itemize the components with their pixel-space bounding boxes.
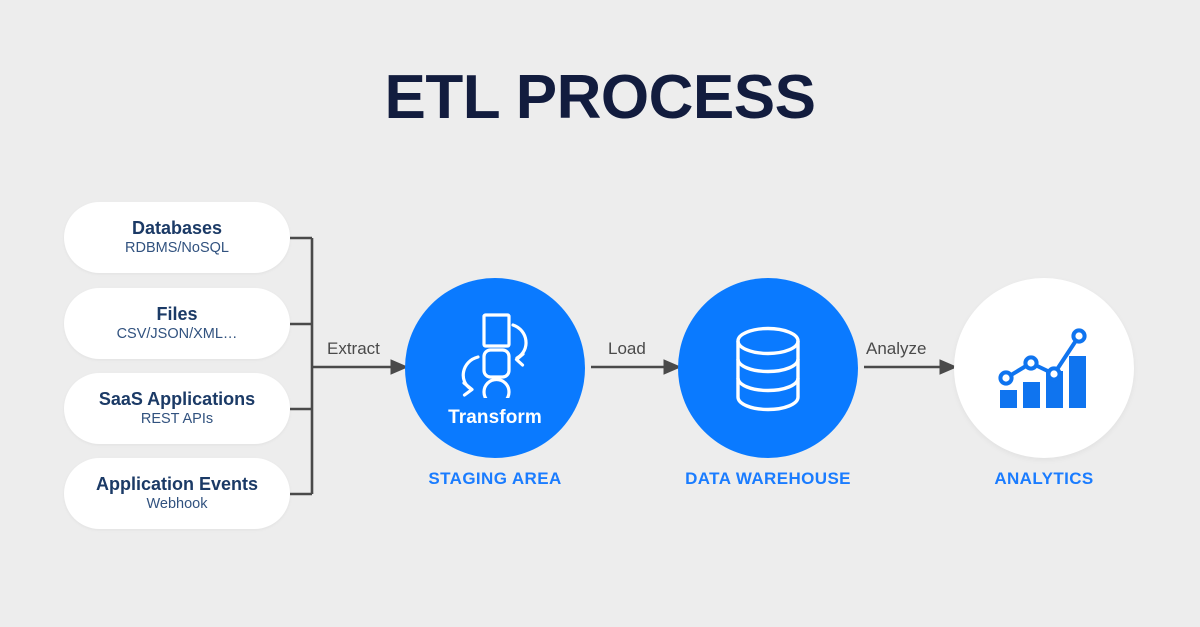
source-card-subtitle: Webhook xyxy=(146,496,208,513)
arrow-label-extract: Extract xyxy=(327,339,380,358)
source-card-subtitle: CSV/JSON/XML… xyxy=(116,326,238,343)
source-card-saas-applications[interactable]: SaaS Applications REST APIs xyxy=(64,373,290,444)
transform-icon xyxy=(405,312,585,398)
stage-caption-analytics: ANALYTICS xyxy=(994,469,1094,488)
stage-circle-analytics[interactable] xyxy=(954,278,1134,458)
stage-inner-label-transform: Transform xyxy=(448,407,542,428)
source-card-databases[interactable]: Databases RDBMS/NoSQL xyxy=(64,202,290,273)
bar-line-chart-icon xyxy=(954,326,1134,412)
database-cylinder-icon xyxy=(678,325,858,413)
arrow-label-load: Load xyxy=(608,339,646,358)
source-card-application-events[interactable]: Application Events Webhook xyxy=(64,458,290,529)
stage-circle-data-warehouse[interactable] xyxy=(678,278,858,458)
stage-circle-staging-area[interactable]: Transform xyxy=(405,278,585,458)
source-card-title: Databases xyxy=(131,217,223,238)
source-card-title: Application Events xyxy=(95,473,259,494)
source-card-title: SaaS Applications xyxy=(98,388,256,409)
source-card-subtitle: REST APIs xyxy=(140,411,214,428)
page-title: ETL PROCESS xyxy=(384,63,816,132)
source-card-subtitle: RDBMS/NoSQL xyxy=(125,240,229,257)
arrow-label-analyze: Analyze xyxy=(866,339,927,358)
stage-caption-data-warehouse: DATA WAREHOUSE xyxy=(685,469,851,488)
source-card-files[interactable]: Files CSV/JSON/XML… xyxy=(64,288,290,359)
stage-caption-staging-area: STAGING AREA xyxy=(428,469,562,488)
source-card-title: Files xyxy=(156,303,198,324)
